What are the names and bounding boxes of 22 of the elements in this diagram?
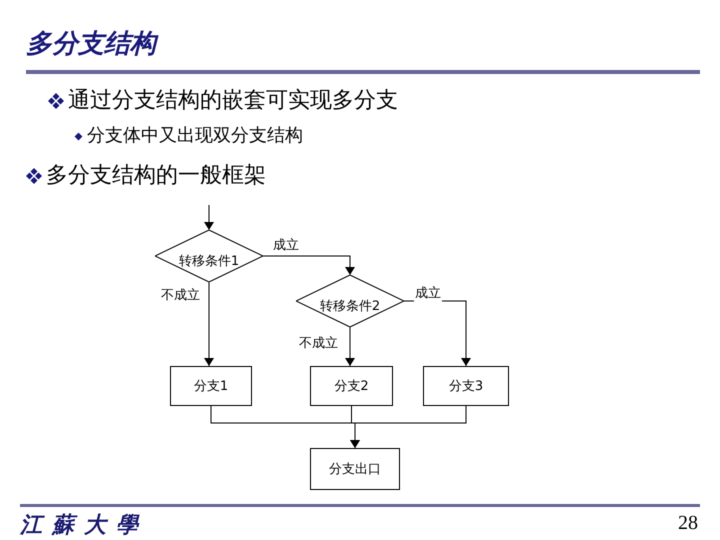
- condition-text: 转移条件2: [320, 298, 380, 315]
- slide-title: 多分支结构: [26, 26, 156, 61]
- box-text: 分支2: [334, 378, 369, 395]
- edge-label: 不成立: [160, 286, 201, 304]
- bullet-text: 分支体中又出现双分支结构: [87, 125, 303, 147]
- edge-label: 不成立: [298, 334, 339, 352]
- process-box: [423, 366, 509, 406]
- decision-diamond: [155, 230, 263, 282]
- bullet-text: 多分支结构的一般框架: [46, 163, 266, 190]
- box-text: 分支出口: [329, 461, 381, 478]
- box-text: 分支1: [194, 378, 228, 395]
- edge-label: 成立: [414, 284, 442, 302]
- university-name: 江蘇大學: [20, 511, 148, 540]
- edge-label: 成立: [272, 236, 300, 254]
- process-box: [170, 366, 252, 406]
- condition-text: 转移条件1: [178, 253, 240, 270]
- decision-diamond: [296, 275, 404, 327]
- bullet-text: 通过分支结构的嵌套可实现多分支: [68, 88, 398, 114]
- process-box: [310, 366, 393, 406]
- box-text: 分支3: [448, 378, 484, 395]
- page-number: 28: [678, 512, 698, 535]
- process-box: [310, 448, 400, 490]
